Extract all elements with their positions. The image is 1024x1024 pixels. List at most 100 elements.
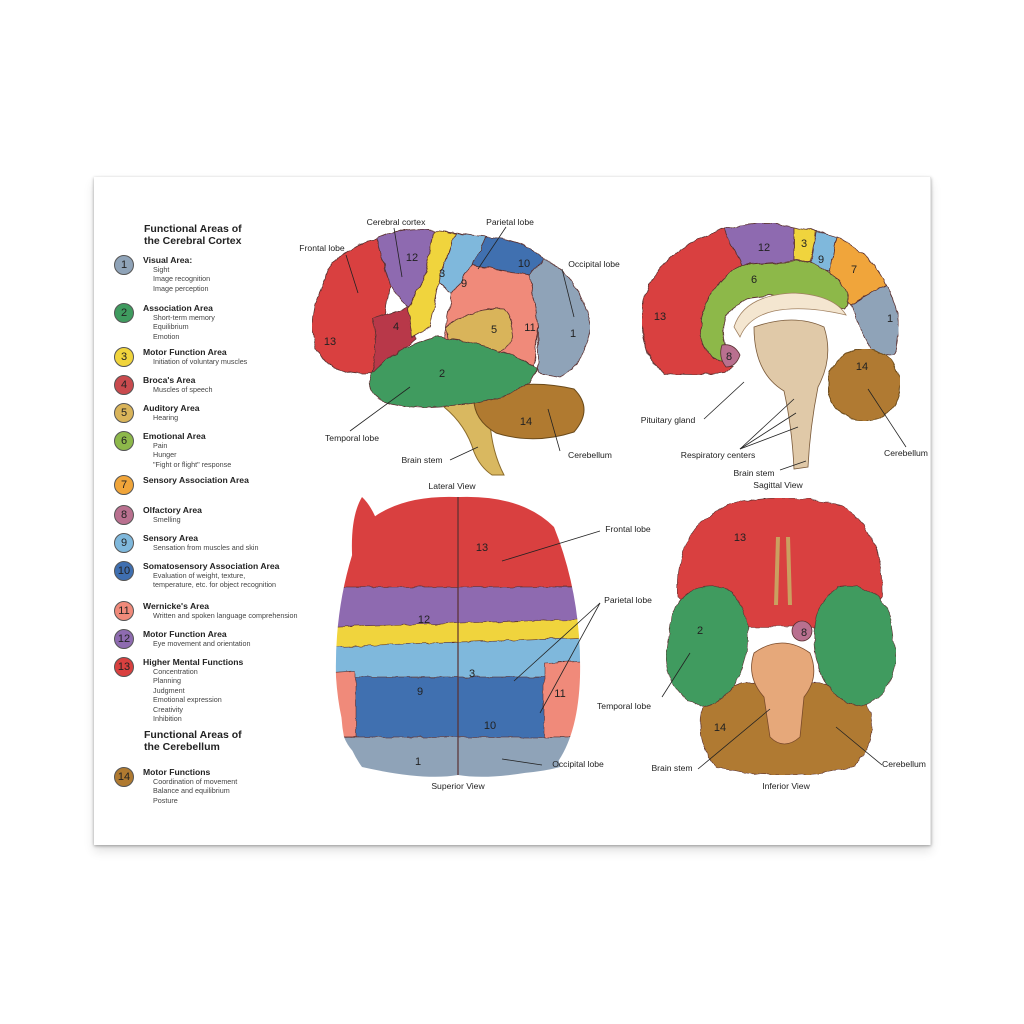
legend-item-detail: Judgment [153,685,185,695]
lateral-num-13: 13 [324,336,336,348]
legend-item-details: Written and spoken language comprehensio… [153,611,298,620]
legend-item-title: Somatosensory Association Area [143,561,280,571]
poster-canvas: Functional Areas of the Cerebral Cortex … [94,177,931,845]
sag-num-1: 1 [887,313,893,325]
legend-item-details: Muscles of speech [153,385,213,394]
inf-num-13: 13 [734,532,746,544]
sup-label-occipital: Occipital lobe [552,759,604,769]
legend-number-badge: 14 [114,767,134,787]
legend-item-detail: Concentration [153,667,198,676]
legend-number-badge: 2 [114,303,134,323]
sup-region-11-right [543,660,581,738]
inf-region-2-left [665,585,748,708]
region-2-lateral [368,336,539,408]
lateral-label-brainstem: Brain stem [401,455,442,465]
legend-item-detail: Posture [153,795,178,805]
inf-label-cerebellum: Cerebellum [882,759,926,769]
legend-number-badge: 1 [114,255,134,275]
legend-item-detail: Pain [153,441,168,450]
legend-item-detail: Planning [153,676,181,686]
legend-item-detail: Eye movement and orientation [153,639,251,648]
legend-item-detail: Inhibition [153,714,182,724]
sup-num-11: 11 [554,688,565,700]
cerebellum-region [473,383,585,440]
legend-item-detail: Image perception [153,283,209,293]
legend-item-details: Eye movement and orientation [153,639,251,648]
sag-num-12: 12 [758,242,770,254]
legend-number-badge: 7 [114,475,134,495]
legend-number-badge: 9 [114,533,134,553]
legend-number-badge: 10 [114,561,134,581]
lateral-label-cortex: Cerebral cortex [367,217,426,227]
sag-num-8: 8 [726,351,732,363]
legend-panel: Functional Areas of the Cerebral Cortex … [94,177,334,845]
sagittal-view: 12 3 9 7 6 13 1 8 14 Pituitary gland R [641,223,928,490]
legend-item-details: Hearing [153,413,178,422]
legend-number-badge: 13 [114,657,134,677]
legend-item-detail: Muscles of speech [153,385,213,394]
legend-item-detail: Emotional expression [153,695,222,705]
lateral-label-parietal: Parietal lobe [486,217,534,227]
sag-region-14 [827,348,901,422]
lateral-num-5: 5 [491,324,497,336]
legend-item-detail: Sight [153,265,170,274]
brain-diagrams: 13 12 3 9 10 4 5 11 1 2 14 [299,217,928,791]
inf-brainstem-shape [751,642,815,745]
lateral-label-occipital: Occipital lobe [568,259,620,269]
sag-label-brainstem: Brain stem [733,468,774,478]
lateral-num-10: 10 [518,258,530,270]
legend-item-detail: Balance and equilibrium [153,786,230,796]
lateral-view: 13 12 3 9 10 4 5 11 1 2 14 [299,217,620,491]
superior-caption: Superior View [431,781,485,791]
lateral-num-12: 12 [406,252,418,264]
legend-number-badge: 3 [114,347,134,367]
legend-item-title: Auditory Area [143,403,200,413]
inf-region-8 [791,620,813,642]
legend-item-detail: Short-term memory [153,313,215,322]
lateral-num-3: 3 [439,268,445,280]
inferior-view: 13 2 8 14 Temporal lobe Brain stem Cereb… [597,497,926,791]
sag-num-3: 3 [801,238,807,250]
legend-title-cerebellum: Functional Areas of the Cerebellum [144,729,242,753]
legend-item-detail: Smelling [153,515,181,524]
inferior-caption: Inferior View [762,781,810,791]
sag-num-6: 6 [751,274,757,286]
legend-item-details: Sensation from muscles and skin [153,543,258,552]
sag-num-7: 7 [851,264,857,276]
legend-title-cortex: Functional Areas of the Cerebral Cortex [144,223,242,247]
legend-item-title: Sensory Area [143,533,199,543]
legend-item-detail: Sensation from muscles and skin [153,543,259,552]
sup-label-parietal: Parietal lobe [604,595,652,605]
legend-item-details: Smelling [153,515,181,524]
lateral-num-2: 2 [439,368,445,380]
legend-item-detail: Creativity [153,704,183,714]
legend-item-title: Motor Function Area [143,347,227,357]
region-1-lateral [529,258,591,378]
sag-num-14: 14 [856,361,868,373]
superior-view: 13 12 3 9 11 10 1 Frontal lobe Parietal … [335,496,652,791]
sag-num-13: 13 [654,311,666,323]
olfactory-tracts [774,536,792,606]
sup-label-frontal: Frontal lobe [605,524,651,534]
sag-num-9: 9 [818,254,824,266]
legend-number-badge: 12 [114,629,134,649]
sag-brainstem-shape [753,319,829,470]
lateral-label-temporal: Temporal lobe [325,433,379,443]
legend-item-title: Sensory Association Area [143,475,249,485]
legend-item-details: Initiation of voluntary muscles [153,357,247,366]
legend-item-title: Higher Mental Functions [143,657,244,667]
sup-num-1: 1 [415,756,421,768]
legend-number-badge: 6 [114,431,134,451]
legend-item-detail: Evaluation of weight, texture, [153,571,246,580]
legend-item-title: Motor Functions [143,767,211,777]
legend-item-detail: Written and spoken language comprehensio… [153,611,298,620]
legend-number-badge: 4 [114,375,134,395]
legend-item-title: Broca's Area [143,375,196,385]
sup-region-9 [335,636,581,688]
legend-item-title: Visual Area: [143,255,193,265]
inf-num-8: 8 [801,627,807,639]
legend-item-detail: Hunger [153,450,177,460]
